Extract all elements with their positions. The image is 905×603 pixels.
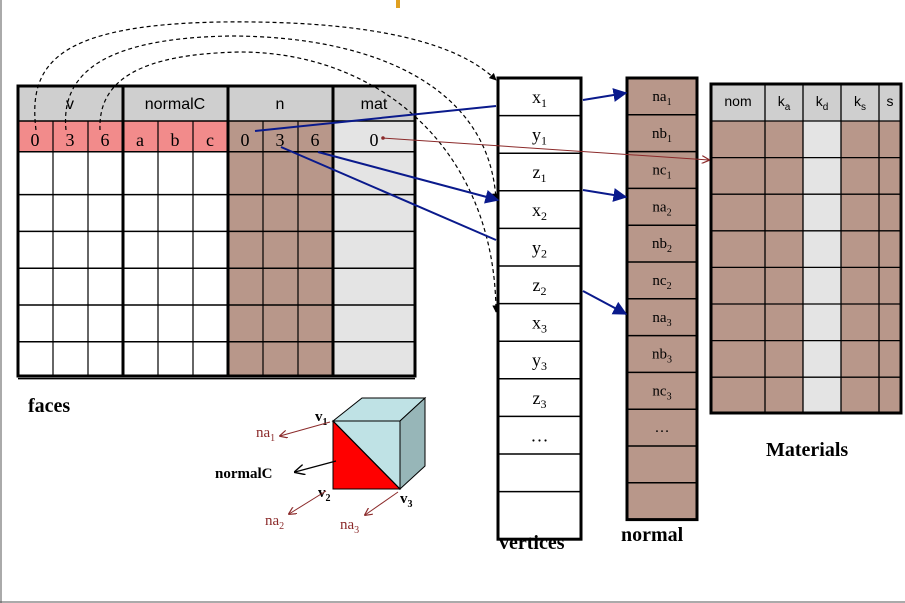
cube-illustration: v1 v2 v3 na1 na2 na3 normalC <box>215 396 427 536</box>
vertices-cell: y2 <box>532 237 547 260</box>
blue-arrow-z1-to-na2 <box>582 188 628 202</box>
vertices-border <box>496 76 583 541</box>
materials-header: ks <box>854 93 866 113</box>
faces-label: faces <box>28 395 70 417</box>
cube-label-v3: v3 <box>400 491 413 510</box>
vertices-table: x1 y1 z1 x2 y2 z2 x3 y3 z3 … <box>496 76 583 541</box>
vertices-cell: z2 <box>533 275 547 298</box>
normal-cell: nb1 <box>652 126 672 145</box>
red-arrow-origin-dot <box>381 136 385 140</box>
faces-border <box>16 84 417 378</box>
faces-n-cell: 3 <box>276 130 285 150</box>
cube-label-na3: na3 <box>340 517 359 536</box>
faces-header-bg <box>18 86 415 121</box>
normalC-arrow <box>295 460 337 472</box>
materials-header: nom <box>724 93 751 109</box>
cube-diagonal <box>332 420 401 490</box>
materials-border <box>709 82 903 415</box>
faces-header-v: v <box>66 96 74 113</box>
dashed-arrows-v-to-vertices <box>34 21 500 313</box>
normal-cell: … <box>655 420 670 436</box>
vertices-cell: y1 <box>532 125 547 148</box>
faces-header-n: n <box>276 96 285 113</box>
faces-header-normalC: normalC <box>145 96 205 113</box>
cube-label-normalC: normalC <box>215 466 273 482</box>
cube-label-na1: na1 <box>256 425 275 444</box>
vertices-cell: … <box>531 425 549 445</box>
faces-n-cell: 0 <box>241 130 250 150</box>
materials-header: ka <box>778 93 791 113</box>
vertices-cell: z1 <box>533 162 547 185</box>
materials-header: s <box>887 93 894 109</box>
normal-cell: nc2 <box>652 273 671 292</box>
vertices-label: vertices <box>499 532 565 554</box>
faces-normalC-cell: b <box>171 130 180 150</box>
blue-arrow-x1-to-na1 <box>582 88 628 102</box>
blue-arrow-n3-to-y2 <box>280 146 497 241</box>
faces-normalC-cell: c <box>206 130 214 150</box>
faces-header-mat: mat <box>361 96 388 113</box>
faces-n-cell: 6 <box>311 130 320 150</box>
na3-arrow <box>365 491 399 515</box>
normal-cell: nc3 <box>652 383 671 402</box>
faces-v-cell: 3 <box>66 130 75 150</box>
normal-cell: nb2 <box>652 236 672 255</box>
blue-arrow-n0-to-x1 <box>254 105 497 132</box>
normal-table: na1 nb1 nc1 na2 nb2 nc2 na3 nb3 nc3 … <box>625 76 699 522</box>
dashed-arrow-6-to-x3 <box>99 51 500 313</box>
vertices-cell: x2 <box>532 200 547 223</box>
faces-mat-cell: 0 <box>370 130 379 150</box>
normal-cell: na3 <box>652 310 671 329</box>
vertices-cell: z3 <box>533 388 547 411</box>
normal-cell: nc1 <box>652 163 671 182</box>
materials-label: Materials <box>766 439 848 461</box>
vertices-cell: x1 <box>532 87 547 110</box>
faces-normalC-cell: a <box>136 130 144 150</box>
vertices-cell: x3 <box>532 313 547 336</box>
normal-cell: na1 <box>652 89 671 108</box>
faces-n-column-fill <box>228 121 333 376</box>
na1-arrow <box>280 421 331 436</box>
na2-arrow <box>289 490 327 514</box>
cube-label-na2: na2 <box>265 513 284 532</box>
blue-arrows <box>254 88 628 315</box>
dashed-arrow-0-to-x1 <box>34 21 497 131</box>
materials-header: kd <box>816 93 829 113</box>
faces-v-cell: 0 <box>31 130 40 150</box>
dashed-arrow-3-to-x2 <box>64 35 500 201</box>
cut-title-fragment <box>396 0 400 8</box>
blue-arrow-z2-to-na3 <box>582 290 628 315</box>
vertices-cell: y3 <box>532 350 547 373</box>
cube-label-v1: v1 <box>315 409 328 428</box>
normal-label: normal <box>621 524 684 546</box>
materials-table: nom ka kd ks s <box>709 82 903 415</box>
materials-header-bg <box>711 84 901 121</box>
red-arrow-mat-to-materials <box>381 137 709 160</box>
faces-table: v normalC n mat 0 3 6 a b c 0 3 6 0 <box>16 84 417 380</box>
faces-v-cell: 6 <box>101 130 110 150</box>
normal-cell: na2 <box>652 199 671 218</box>
normal-cell: nb3 <box>652 347 672 366</box>
blue-arrow-n6-to-x2 <box>317 151 500 204</box>
faces-mat-column-fill <box>333 121 415 376</box>
